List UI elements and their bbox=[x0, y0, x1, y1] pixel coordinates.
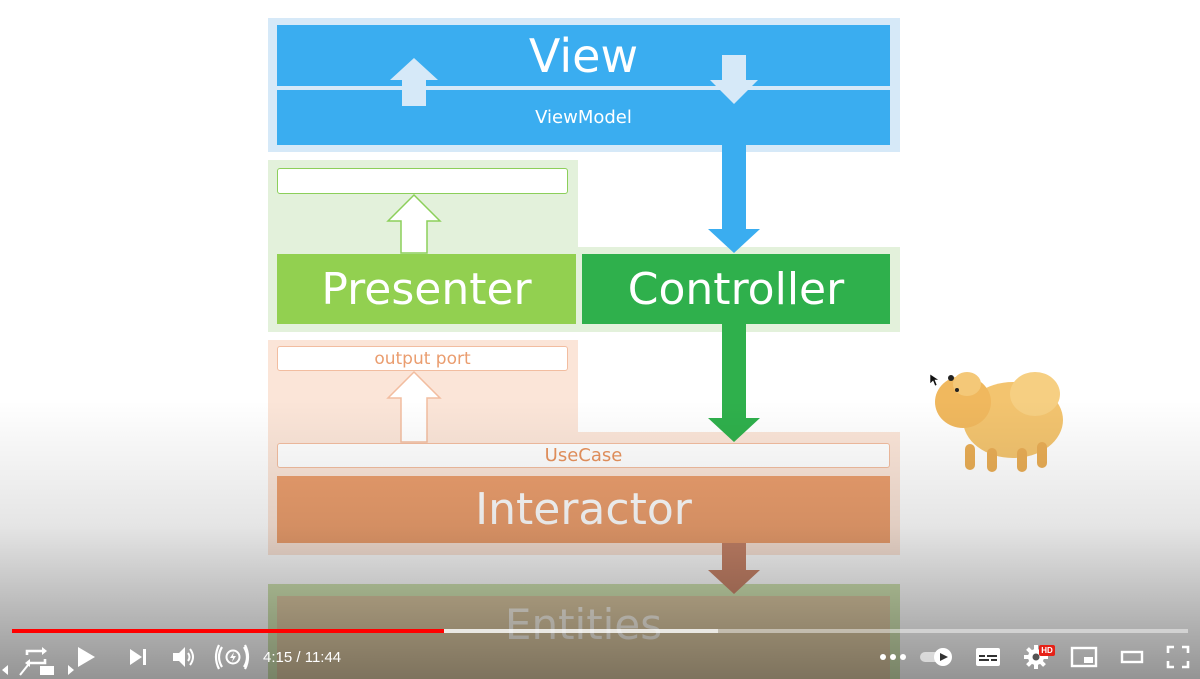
volume-icon bbox=[173, 647, 194, 667]
subtitles-button[interactable] bbox=[970, 640, 1006, 674]
view-to-controller-arrow bbox=[708, 145, 760, 253]
next-icon bbox=[130, 649, 146, 665]
fullscreen-button[interactable] bbox=[1160, 640, 1196, 674]
view-down-arrow bbox=[710, 55, 758, 104]
time-display: 4:15 / 11:44 bbox=[263, 646, 341, 668]
volume-button[interactable] bbox=[166, 640, 204, 674]
view-up-arrow bbox=[390, 58, 438, 106]
autoplay-toggle-icon bbox=[920, 648, 952, 666]
fullscreen-icon bbox=[1166, 645, 1190, 669]
entities-box: Entities bbox=[277, 596, 890, 679]
presenter-box: Presenter bbox=[277, 254, 576, 324]
interactor-to-entities-arrow bbox=[708, 543, 760, 594]
theater-mode-button[interactable] bbox=[1114, 640, 1150, 674]
pomeranian-illustration bbox=[935, 372, 1063, 472]
subtitles-icon bbox=[976, 648, 1000, 666]
usecase-box: UseCase bbox=[277, 443, 890, 468]
miniplayer-button[interactable] bbox=[1066, 640, 1102, 674]
hd-badge: HD bbox=[1039, 645, 1055, 656]
play-icon bbox=[78, 647, 95, 667]
presenter-up-arrow bbox=[386, 193, 442, 254]
theater-icon bbox=[1120, 650, 1144, 664]
current-time: 4:15 bbox=[263, 648, 293, 666]
mouse-cursor-icon bbox=[929, 373, 939, 387]
more-options-button[interactable] bbox=[876, 640, 910, 674]
play-button[interactable] bbox=[68, 640, 104, 674]
controller-to-usecase-arrow bbox=[708, 324, 760, 442]
time-separator: / bbox=[292, 648, 305, 666]
progress-played bbox=[12, 629, 444, 633]
next-button[interactable] bbox=[120, 640, 156, 674]
overlay-mini-icons bbox=[2, 664, 74, 676]
usecase-up-arrow bbox=[386, 370, 442, 443]
loop-button[interactable] bbox=[18, 640, 54, 674]
interactor-box: Interactor bbox=[277, 476, 890, 543]
presenter-output-box bbox=[277, 168, 568, 194]
live-stream-button[interactable] bbox=[212, 640, 254, 674]
miniplayer-icon bbox=[1070, 646, 1098, 668]
controller-box: Controller bbox=[582, 254, 890, 324]
loop-icon bbox=[25, 647, 47, 667]
viewmodel-box: ViewModel bbox=[277, 90, 890, 145]
live-icon bbox=[214, 644, 250, 670]
output-port-box: output port bbox=[277, 346, 568, 371]
autoplay-toggle[interactable] bbox=[916, 640, 956, 674]
view-divider bbox=[277, 86, 890, 90]
duration: 11:44 bbox=[304, 648, 342, 666]
view-box: View bbox=[277, 25, 890, 86]
more-icon bbox=[880, 654, 906, 660]
